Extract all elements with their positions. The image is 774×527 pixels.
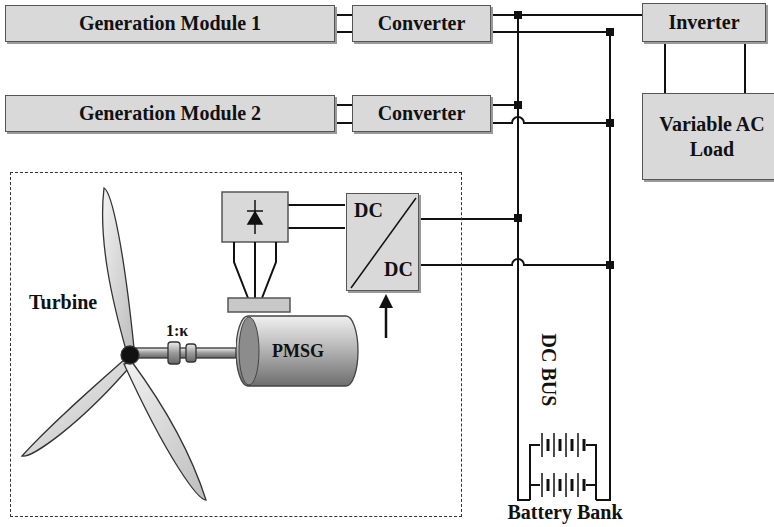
battery-plate [577,433,579,457]
node-label: Converter [378,12,466,35]
battery-plate [583,479,586,491]
node-label: Inverter [668,11,739,34]
battery-plate [583,439,586,451]
battery-plate [559,439,562,451]
battery-plate [565,473,567,497]
battery-plate [565,433,567,457]
battery-plate [541,433,543,457]
gear-ratio: 1:κ [166,322,188,340]
dc-wires [288,15,745,500]
junction-dots [514,11,614,269]
node-label: Turbine [29,291,97,314]
dc-wire [335,104,352,106]
turbine-drawing [22,188,236,500]
battery-plate [547,479,550,491]
dc-label: DC [384,258,413,281]
load-box: Variable AC Load [642,93,774,180]
pmsg-generator: PMSG [236,314,360,388]
dc-label: DC [354,199,383,222]
battery-symbol [530,445,596,500]
battery-plate [553,433,555,457]
battery-plate [541,473,543,497]
battery-plate [559,479,562,491]
dc-wire [491,15,642,105]
battery-plate [571,439,574,451]
bus-label: DC BUS [537,334,560,407]
dc-wire [664,42,666,93]
dcdc-converter: DC DC [346,193,419,291]
rectifier-leads [234,242,276,298]
node-label: Variable AC Load [643,112,774,162]
inverter-box: Inverter [642,3,766,42]
terminal-plate [228,298,290,312]
converter-box: Converter [352,5,491,42]
diode-symbol [247,200,263,234]
battery-plate [553,473,555,497]
control-arrow [379,294,393,338]
generation-box: Generation Module 1 [5,5,335,42]
battery-plate [571,479,574,491]
battery-label: Battery Bank [508,501,623,524]
generation-box: Generation Module 2 [5,95,335,132]
battery-cells [542,433,584,497]
battery-plate [547,439,550,451]
turbine-region: TurbinePMSG DC DC [10,172,462,517]
dc-wire [335,14,352,16]
node-label: Generation Module 2 [79,102,261,125]
rectifier-box [222,192,288,242]
converter-box: Converter [352,95,491,132]
battery-plate [577,473,579,497]
node-label: Generation Module 1 [79,12,261,35]
node-label: PMSG [272,341,324,362]
node-label: Converter [378,102,466,125]
